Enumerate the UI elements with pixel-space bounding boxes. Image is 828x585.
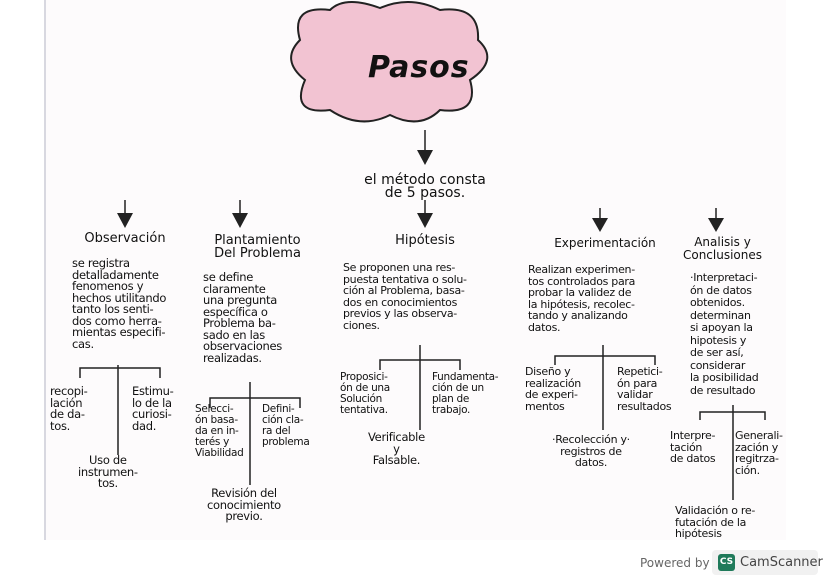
branch-item: Diseño y realización de experi- mentos — [525, 365, 581, 413]
branch-item: Defini- ción cla- ra del problema — [262, 403, 310, 448]
branch-item: Interpre- tación de datos — [670, 429, 716, 465]
branch-item: recopi- lación de da- tos. — [50, 384, 88, 433]
branch-item: Selecci- ón basa- da en in- terés y Viab… — [195, 403, 244, 459]
branch-item: Fundamenta- ción de un plan de trabajo. — [432, 371, 499, 416]
branch-item: Estimu- lo de la curiosi- dad. — [132, 384, 174, 433]
powered-by-label: Powered by — [640, 556, 710, 570]
step-description: Realizan experimen- tos controlados para… — [528, 263, 636, 334]
step-title-analisis: Analisis y Conclusiones — [682, 235, 763, 262]
step-title-planteamiento: Plantamiento Del Problema — [214, 233, 301, 261]
step-description: se registra detalladamente fenomenos y h… — [72, 256, 167, 351]
branch-item: Verificable y Falsable. — [368, 430, 425, 467]
step-description: Se proponen una res- puesta tentativa o … — [343, 261, 467, 332]
arrowheads — [117, 150, 724, 232]
camscanner-badge[interactable]: CS CamScanner — [712, 550, 823, 575]
branch-item: Validación o re- futación de la hipótesi… — [675, 505, 755, 540]
step-description: ·Interpretaci- ón de datos obtenidos. de… — [690, 271, 759, 397]
branch-item: Proposici- ón de una Solución tentativa. — [340, 371, 390, 416]
page-margin-line — [44, 0, 46, 540]
branch-item: Generali- zación y regitrza- ción. — [735, 429, 783, 477]
branch-item: Uso de instrumen- tos. — [78, 453, 138, 490]
step-title-observacion: Observación — [84, 231, 166, 246]
step-description: se define claramente una pregunta especí… — [203, 270, 282, 365]
step-title-hipotesis: Hipótesis — [395, 233, 455, 248]
camscanner-icon: CS — [718, 554, 735, 571]
connector-lines — [79, 130, 766, 500]
branch-item: ·Recolección y· registros de datos. — [552, 433, 630, 469]
branch-item: Revisión del conocimiento previo. — [207, 486, 281, 523]
camscanner-brand: CamScanner — [740, 555, 823, 570]
main-title: Pasos — [368, 50, 470, 85]
intro-text: el método consta de 5 pasos. — [364, 172, 486, 201]
step-title-experimentacion: Experimentación — [554, 236, 656, 250]
title-cloud — [290, 0, 489, 123]
branch-item: Repetici- ón para validar resultados — [617, 365, 672, 413]
